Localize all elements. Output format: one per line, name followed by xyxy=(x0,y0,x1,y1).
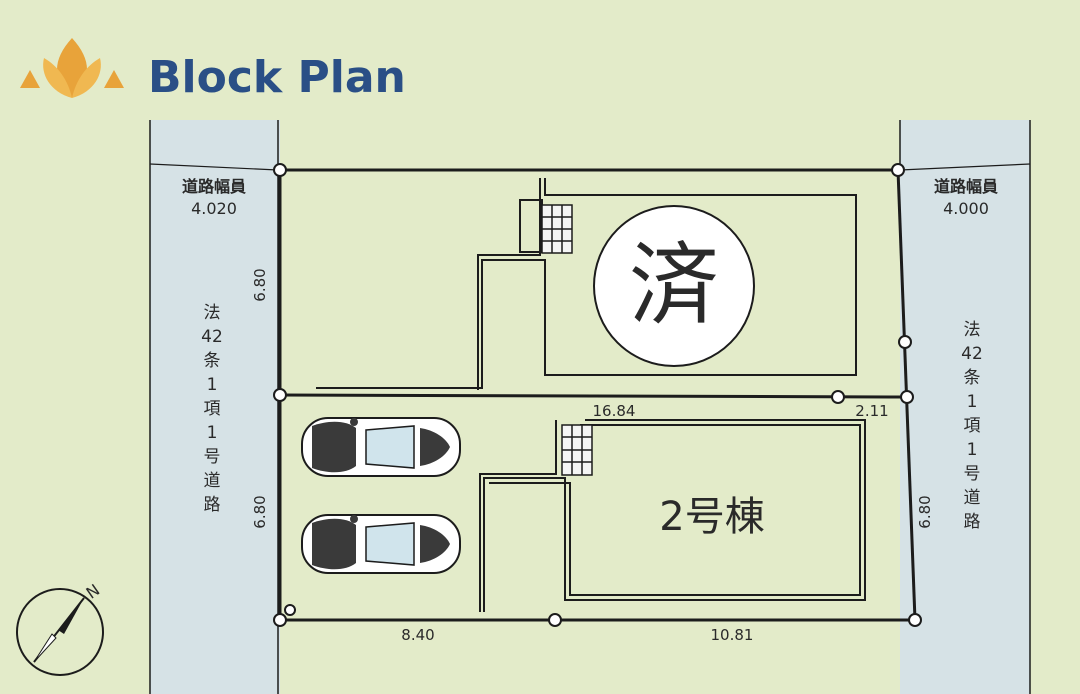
car-icon xyxy=(301,417,461,477)
road-type-char: 42 xyxy=(201,327,223,347)
sold-mark: 済 xyxy=(629,233,719,338)
road-type-char: 号 xyxy=(964,464,981,484)
road-type-char: 項 xyxy=(964,416,981,436)
road-type-char: 1 xyxy=(207,375,218,395)
road-type-char: 項 xyxy=(204,399,221,419)
road-type-char: 道 xyxy=(964,488,981,508)
bottom-right-width-label: 10.81 xyxy=(711,626,754,644)
boundary-markers xyxy=(273,163,922,627)
road-type-char: 法 xyxy=(964,320,981,340)
right-road xyxy=(900,120,1030,694)
page-title: Block Plan xyxy=(148,52,406,103)
road-type-char: 路 xyxy=(964,512,981,532)
road-type-char: 1 xyxy=(967,440,978,460)
lot2-depth-right-label: 6.80 xyxy=(916,495,934,528)
road-type-char: 号 xyxy=(204,447,221,467)
left-road-cap xyxy=(149,163,279,171)
mid-width-label: 16.84 xyxy=(593,402,636,420)
road-type-char: 法 xyxy=(204,303,221,323)
bottom-left-width-label: 8.40 xyxy=(401,626,434,644)
mid-right-label: 2.11 xyxy=(855,402,888,420)
left-road xyxy=(150,120,280,694)
lot1-building xyxy=(316,178,857,390)
road-type-char: 42 xyxy=(961,344,983,364)
car-icon xyxy=(301,514,461,574)
lot2-name: 2号棟 xyxy=(659,494,764,540)
left-road-width-label: 道路幅員 xyxy=(182,177,246,196)
right-road-cap xyxy=(899,163,1031,171)
left-road-width-value: 4.020 xyxy=(191,199,237,218)
right-road-width-value: 4.000 xyxy=(943,199,989,218)
north-arrow-icon xyxy=(16,588,104,676)
road-type-char: 1 xyxy=(967,392,978,412)
sold-stamp xyxy=(593,205,755,367)
left-road-type-label: 法 42 条 1 項 1 号道路 xyxy=(201,303,223,515)
lot2-stairs-icon xyxy=(561,424,593,476)
road-type-char: 道 xyxy=(204,471,221,491)
lotus-logo-icon xyxy=(20,38,124,98)
lot2-depth-left-label: 6.80 xyxy=(251,495,269,528)
lot2-building xyxy=(479,419,866,612)
road-type-char: 条 xyxy=(204,351,221,371)
north-label: N xyxy=(82,580,103,602)
road-type-char: 条 xyxy=(964,368,981,388)
right-road-type-label: 法 42 条 1 項 1 号道路 xyxy=(961,320,983,532)
road-type-char: 1 xyxy=(207,423,218,443)
right-road-width-label: 道路幅員 xyxy=(934,177,998,196)
lot1-stairs-icon xyxy=(541,204,573,254)
lot1-depth-label: 6.80 xyxy=(251,268,269,301)
road-type-char: 路 xyxy=(204,495,221,515)
